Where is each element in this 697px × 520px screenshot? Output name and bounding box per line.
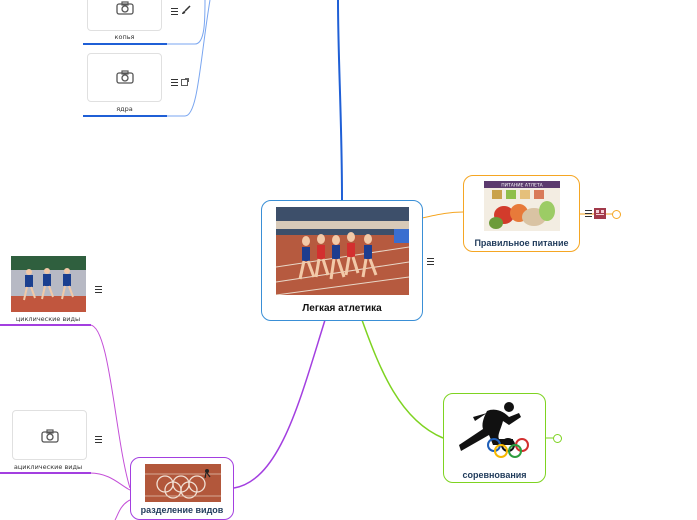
collapse-toggle[interactable] <box>553 434 562 443</box>
collapse-toggle[interactable] <box>612 210 621 219</box>
spear-underline <box>83 43 167 45</box>
connector-competitions <box>362 320 443 438</box>
camera-icon <box>41 429 59 443</box>
menu-lines-icon[interactable] <box>427 258 434 267</box>
divisions-node[interactable]: разделение видов <box>130 457 234 520</box>
menu-lines-icon[interactable] <box>95 286 102 295</box>
menu-lines-icon[interactable] <box>95 436 102 445</box>
competitions-node[interactable]: соревнования <box>443 393 546 483</box>
nutrition-node[interactable]: ПИТАНИЕ АТЛЕТА Правильное питание <box>463 175 580 252</box>
nutrition-image-banner: ПИТАНИЕ АТЛЕТА <box>501 183 543 189</box>
central-node[interactable]: Легкая атлетика <box>261 200 423 321</box>
competitions-label: соревнования <box>444 470 545 480</box>
brush-icon <box>181 5 191 15</box>
menu-lines-icon[interactable] <box>171 8 178 17</box>
connector-bottom <box>115 500 130 520</box>
acyclic-label[interactable]: ациклические виды <box>6 463 90 471</box>
note-icon[interactable] <box>594 208 606 219</box>
menu-lines-icon[interactable] <box>171 79 178 88</box>
shot-underline <box>83 115 167 117</box>
nutrition-image: ПИТАНИЕ АТЛЕТА <box>484 181 560 231</box>
shot-image-placeholder[interactable] <box>87 53 162 102</box>
shot-label[interactable]: ядра <box>87 105 162 113</box>
olympic-track-image <box>145 464 221 502</box>
cyclic-runners-image[interactable] <box>11 256 86 312</box>
cyclic-underline <box>0 324 91 326</box>
connector-top <box>338 0 342 200</box>
connector-nutrition <box>422 212 463 218</box>
connector-shot <box>165 0 210 116</box>
acyclic-image-placeholder[interactable] <box>12 410 87 460</box>
connector-divisions <box>234 320 325 488</box>
divisions-label: разделение видов <box>131 505 233 515</box>
spear-image-placeholder[interactable] <box>87 0 162 31</box>
connector-acyclic <box>0 473 130 490</box>
menu-lines-icon[interactable] <box>585 210 592 219</box>
external-link-icon[interactable] <box>181 78 189 86</box>
spear-label[interactable]: копья <box>87 33 162 41</box>
camera-icon <box>116 1 134 15</box>
acyclic-underline <box>0 472 91 474</box>
camera-icon <box>116 70 134 84</box>
central-title: Легкая атлетика <box>262 303 422 314</box>
nutrition-label: Правильное питание <box>464 238 579 248</box>
cyclic-label[interactable]: циклические виды <box>6 315 90 323</box>
olympic-runner-image <box>457 399 535 461</box>
track-athletes-image <box>276 207 409 295</box>
